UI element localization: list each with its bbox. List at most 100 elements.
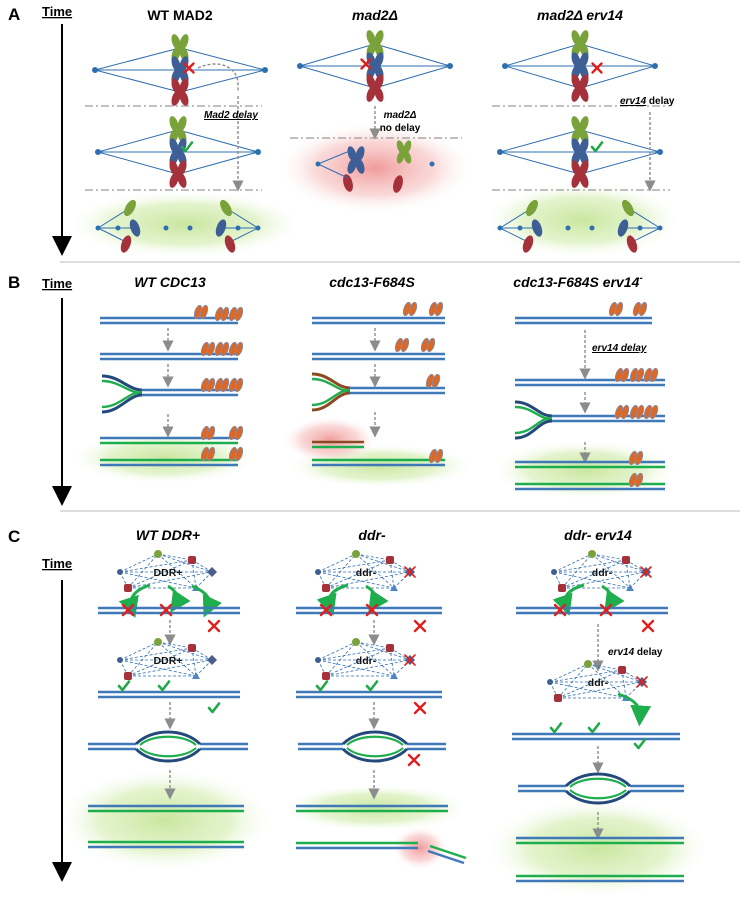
chromatid [571,160,581,176]
spindle-fiber [179,69,266,93]
network-edge [317,553,357,573]
network-node [622,556,630,564]
network-node [154,638,162,646]
bubble-strand [134,730,202,746]
cap-lobe [206,341,216,357]
chromatid-icon [129,219,141,237]
network-node [188,556,196,564]
telomere-cap-icon [228,377,244,393]
bubble-strand [134,747,202,763]
cap-lobe [634,450,644,466]
chromatid [571,74,581,90]
spindle-fiber [579,151,661,175]
note-erv14-delay-c: erv14 delay [608,647,663,658]
chromatid [355,146,365,162]
col-title-mad2-delta: mad2Δ [352,7,398,23]
cross-icon [640,566,652,578]
panel-a-label: A [8,5,20,24]
chromatid [366,74,376,90]
telomere-cap-icon [608,301,624,317]
ddr-labels: DDR+DDR+ddr-ddr-ddr-ddr- [154,567,613,689]
network-edge [389,647,411,661]
network-edge [549,681,627,699]
network-node [192,672,200,679]
network-edge [157,553,197,589]
fork-strand [514,400,553,418]
network-node [352,550,360,558]
network-edge [621,669,627,699]
telomere-cap-icon [614,367,630,383]
network-node [547,679,553,685]
cap-lobe [199,304,209,320]
telomere-cap-icon [643,367,659,383]
spindle-pole [297,63,303,69]
spindle-pole [92,67,98,73]
cap-lobe [400,337,410,353]
spindle-pole [95,149,101,155]
col-title-text: cdc13-F684S erv14 [513,274,639,290]
spindle-fiber [579,43,656,67]
cross-icon [413,701,427,715]
network-edge [393,659,411,677]
network-edge [355,641,411,661]
network-edge [191,559,213,573]
chromatid [571,30,581,46]
network-edge [157,553,193,561]
panel-b-label: B [8,273,20,292]
network-edge [591,553,627,561]
telomere-cap-icon [200,446,216,462]
panel-b-time-label: Time [42,276,72,291]
note-erv14-word: erv14 [620,96,647,107]
chromatid [571,116,581,132]
chromatid [571,86,581,102]
network-edge [119,571,197,589]
red-glow [275,122,475,214]
telomere-cap-icon [632,301,648,317]
chromatid [171,34,181,50]
network-node [588,550,596,558]
chromosome-icon [396,140,412,164]
network-edge [195,571,213,589]
network-edge [157,553,213,573]
bubble-strand [564,789,632,805]
network-edge [317,559,391,573]
network-edge [157,641,213,661]
chromatid [179,90,189,106]
network-edge [629,571,647,589]
delay-link [197,63,239,92]
network-edge [553,571,631,589]
repair-arrow [365,584,389,613]
spindle-pole [315,161,321,167]
telomere-cap-icon [228,425,244,441]
note-delay-word: delay [634,647,663,658]
network-edge [325,659,411,677]
repair-arrow [191,584,222,618]
network-edge [553,559,627,573]
telomere-cap-icon [214,377,230,393]
chromatid [179,34,189,50]
bubble-strand [569,777,627,788]
chromatid [579,138,589,154]
chromatid [374,30,384,46]
chromatid [169,116,179,132]
chromosome-icon [571,160,589,188]
spindle-fiber [579,129,661,153]
cap-lobe [234,446,244,462]
chromatid [403,150,412,164]
network-edge [625,559,647,573]
col-title-wt-cdc13: WT CDC13 [134,274,206,290]
network-edge [119,559,193,573]
spindle-pole [447,63,453,69]
green-glow [483,798,713,898]
network-node [554,694,562,702]
cap-lobe [206,425,216,441]
network-edge [325,571,411,589]
chromatid [374,86,384,102]
note-no-delay: no delay [380,123,421,134]
cap-lobe [220,306,230,322]
spindle-fiber [177,129,259,153]
cap-lobe [426,337,436,353]
ddr-label: ddr- [356,655,377,667]
chromatid [169,138,179,154]
telomere-cap-icon [628,450,644,466]
